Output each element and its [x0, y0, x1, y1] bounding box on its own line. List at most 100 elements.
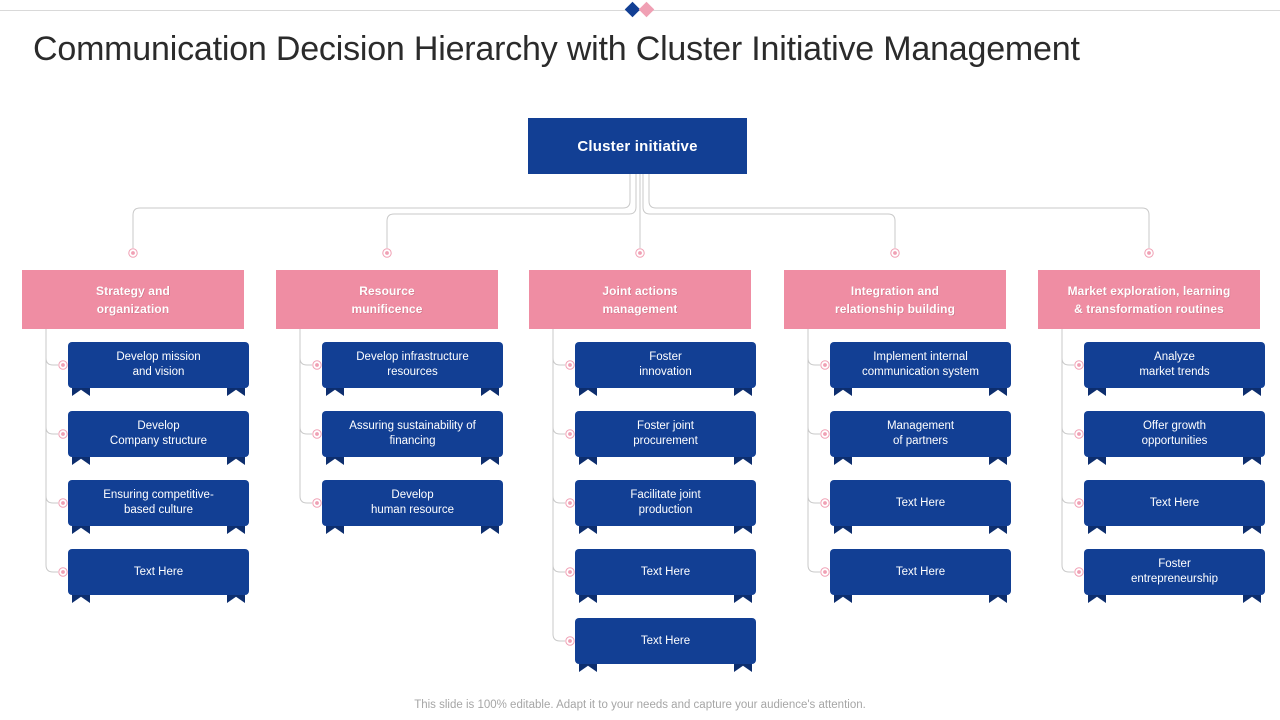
item-node-body: Develop human resource [322, 480, 503, 526]
item-label-line1: Text Here [133, 565, 184, 578]
item-label-line1: Develop mission [116, 351, 201, 363]
item-label-line1: Text Here [640, 634, 691, 647]
item-node-body: Text Here [830, 549, 1011, 595]
item-label-line2: of partners [893, 435, 948, 447]
item-node-body: Foster joint procurement [575, 411, 756, 457]
column-header-line1: Integration and [850, 283, 940, 298]
column-header-line1: Resource [359, 283, 415, 298]
item-node-body: Text Here [830, 480, 1011, 526]
item-node-body: Foster innovation [575, 342, 756, 388]
column-header-line1: Joint actions [602, 283, 678, 298]
item-node-body: Develop mission and vision [68, 342, 249, 388]
item-node[interactable]: Offer growth opportunities [1084, 411, 1265, 465]
item-label-line2: opportunities [1141, 435, 1208, 447]
item-label-line2: human resource [370, 504, 455, 516]
column-header-line2: management [602, 301, 678, 316]
item-node-body: Text Here [1084, 480, 1265, 526]
column-header-line2: organization [96, 301, 170, 316]
item-label-line1: Ensuring competitive- [103, 489, 214, 501]
item-node[interactable]: Develop human resource [322, 480, 503, 534]
pink-diamond-icon [638, 1, 655, 18]
item-label-line1: Offer growth [1142, 420, 1207, 432]
column-header-3[interactable]: Joint actions management [529, 270, 751, 329]
item-node[interactable]: Ensuring competitive-based culture [68, 480, 249, 534]
item-label-line1: Foster [649, 351, 682, 363]
column-header-1[interactable]: Strategy and organization [22, 270, 244, 329]
item-node[interactable]: Assuring sustainability of financing [322, 411, 503, 465]
item-node-body: Text Here [575, 618, 756, 664]
item-label-line2: Company structure [109, 435, 208, 447]
item-label-line2: entrepreneurship [1131, 573, 1218, 585]
page-title: Communication Decision Hierarchy with Cl… [33, 30, 1080, 68]
item-node-body: Ensuring competitive-based culture [68, 480, 249, 526]
item-node[interactable]: Text Here [1084, 480, 1265, 534]
item-label-line2: based culture [123, 504, 194, 516]
item-node-body: Text Here [68, 549, 249, 595]
item-node[interactable]: Foster innovation [575, 342, 756, 396]
item-label-line1: Management [886, 420, 955, 432]
item-node[interactable]: Management of partners [830, 411, 1011, 465]
item-label-line2: resources [387, 366, 438, 378]
item-label-line1: Assuring sustainability of [349, 420, 476, 432]
item-label-line2: communication system [862, 366, 979, 378]
root-node-cluster-initiative[interactable]: Cluster initiative [528, 118, 747, 174]
item-node-body: Foster entrepreneurship [1084, 549, 1265, 595]
item-node-body: Management of partners [830, 411, 1011, 457]
item-label-line1: Foster [1158, 558, 1191, 570]
column-header-4[interactable]: Integration and relationship building [784, 270, 1006, 329]
item-node[interactable]: Text Here [575, 618, 756, 672]
item-label-line1: Analyze [1154, 351, 1195, 363]
item-label-line2: procurement [633, 435, 698, 447]
item-label-line1: Foster joint [637, 420, 694, 432]
item-label-line2: financing [389, 435, 436, 447]
item-label-line2: production [638, 504, 693, 516]
item-node-body: Assuring sustainability of financing [322, 411, 503, 457]
item-label-line1: Implement internal [873, 351, 968, 363]
column-5: Market exploration, learning& transforma… [1038, 270, 1265, 618]
item-node-body: Offer growth opportunities [1084, 411, 1265, 457]
column-header-2[interactable]: Resource munificence [276, 270, 498, 329]
item-node-body: Develop infrastructure resources [322, 342, 503, 388]
column-header-line1: Market exploration, learning [1067, 283, 1231, 298]
item-label-line1: Develop [391, 489, 434, 501]
column-header-5[interactable]: Market exploration, learning& transforma… [1038, 270, 1260, 329]
column-header-line2: munificence [351, 301, 423, 316]
item-label-line2: innovation [639, 366, 692, 378]
item-node-body: Text Here [575, 549, 756, 595]
column-header-line2: relationship building [834, 301, 956, 316]
item-node[interactable]: Develop infrastructure resources [322, 342, 503, 396]
item-label-line1: Text Here [1149, 496, 1200, 509]
item-label-line1: Text Here [895, 565, 946, 578]
item-node[interactable]: Text Here [830, 549, 1011, 603]
item-node[interactable]: Text Here [575, 549, 756, 603]
item-node[interactable]: Implement internal communication system [830, 342, 1011, 396]
item-node[interactable]: Develop mission and vision [68, 342, 249, 396]
footer-note: This slide is 100% editable. Adapt it to… [414, 699, 866, 711]
item-node[interactable]: Text Here [830, 480, 1011, 534]
item-node[interactable]: Foster entrepreneurship [1084, 549, 1265, 603]
item-node[interactable]: Text Here [68, 549, 249, 603]
item-label-line2: and vision [132, 366, 185, 378]
item-label-line1: Develop [137, 420, 180, 432]
item-node-body: Implement internal communication system [830, 342, 1011, 388]
column-header-line1: Strategy and [96, 283, 170, 298]
item-node[interactable]: Facilitate joint production [575, 480, 756, 534]
item-label-line1: Text Here [895, 496, 946, 509]
item-label-line1: Facilitate joint [630, 489, 701, 501]
item-label-line1: Develop infrastructure [356, 351, 469, 363]
root-node-label: Cluster initiative [577, 137, 698, 155]
item-node[interactable]: Foster joint procurement [575, 411, 756, 465]
